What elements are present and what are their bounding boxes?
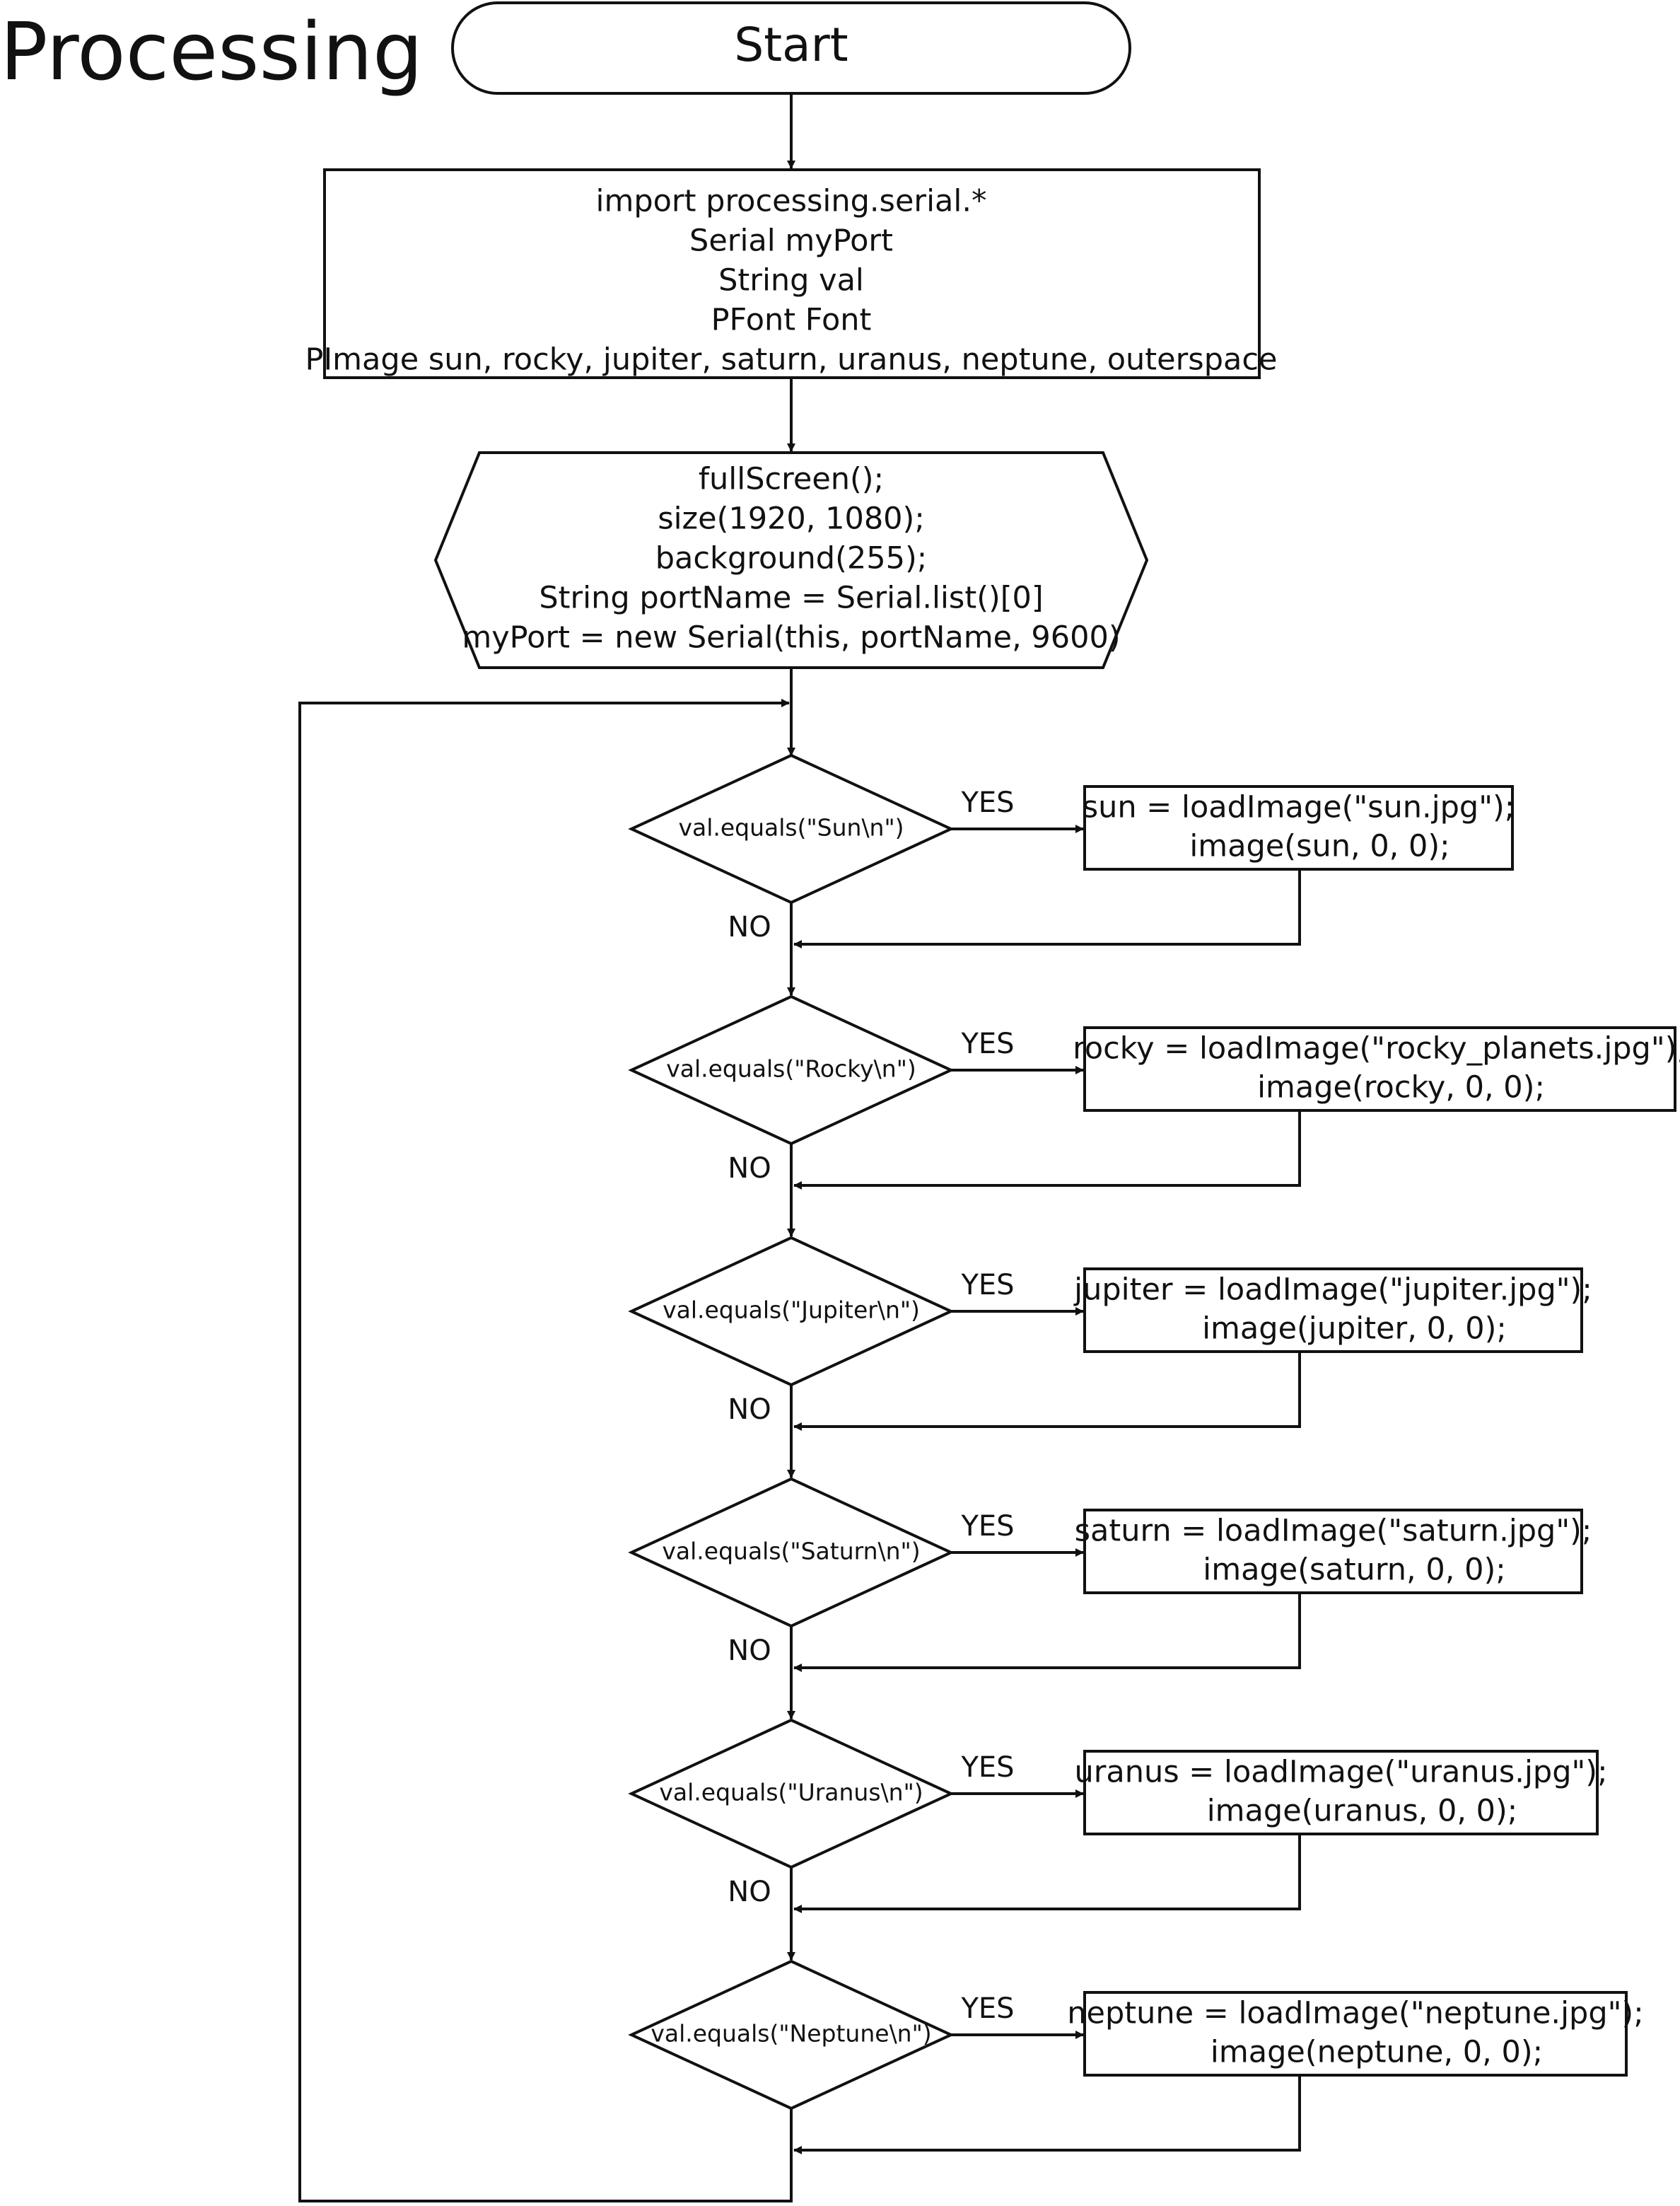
action-line: uranus = loadImage("uranus.jpg"); xyxy=(1074,1755,1607,1790)
action-line: image(neptune, 0, 0); xyxy=(1211,2035,1543,2070)
no-label: NO xyxy=(728,1876,771,1908)
declaration-line: String val xyxy=(718,263,864,298)
setup-line: fullScreen(); xyxy=(699,462,884,497)
decision-condition: val.equals("Uranus\n") xyxy=(659,1779,923,1806)
action-box xyxy=(1083,785,1514,871)
no-label: NO xyxy=(728,1152,771,1185)
action-line: image(sun, 0, 0); xyxy=(1189,829,1449,864)
return-arrow xyxy=(793,1834,1301,1913)
declaration-line: PImage sun, rocky, jupiter, saturn, uran… xyxy=(305,342,1278,378)
no-label: NO xyxy=(728,911,771,944)
declaration-line: import processing.serial.* xyxy=(596,184,987,219)
action-box xyxy=(1083,1026,1676,1112)
decision-condition: val.equals("Jupiter\n") xyxy=(663,1296,920,1324)
yes-label: YES xyxy=(960,786,1014,819)
action-line: image(saturn, 0, 0); xyxy=(1203,1552,1505,1588)
yes-label: YES xyxy=(960,1269,1014,1301)
setup-line: background(255); xyxy=(655,541,927,576)
setup-line: String portName = Serial.list()[0] xyxy=(539,581,1043,616)
return-arrow xyxy=(793,1352,1301,1431)
yes-label: YES xyxy=(960,1992,1014,2025)
decision-condition: val.equals("Sun\n") xyxy=(678,814,904,842)
action-line: image(jupiter, 0, 0); xyxy=(1202,1311,1507,1347)
setup-line: myPort = new Serial(this, portName, 9600… xyxy=(462,620,1120,656)
action-line: sun = loadImage("sun.jpg"); xyxy=(1083,790,1515,825)
action-line: image(rocky, 0, 0); xyxy=(1257,1070,1545,1105)
action-box xyxy=(1083,1267,1583,1353)
declaration-line: Serial myPort xyxy=(689,223,893,259)
action-box xyxy=(1083,1750,1599,1835)
setup-line: size(1920, 1080); xyxy=(658,501,925,537)
start-label: Start xyxy=(734,18,848,72)
yes-label: YES xyxy=(960,1028,1014,1060)
action-box xyxy=(1083,1991,1628,2077)
loop-back-line xyxy=(298,699,793,2202)
declaration-line: PFont Font xyxy=(711,303,872,338)
setup-preparation-shape xyxy=(433,451,1149,669)
action-line: jupiter = loadImage("jupiter.jpg"); xyxy=(1073,1272,1592,1308)
declarations-text: import processing.serial.* Serial myPort… xyxy=(305,184,1278,378)
yes-label: YES xyxy=(960,1510,1014,1543)
setup-text: fullScreen(); size(1920, 1080); backgrou… xyxy=(462,462,1120,656)
page-title: Processing xyxy=(0,6,423,98)
action-line: image(uranus, 0, 0); xyxy=(1207,1794,1518,1829)
decision-chain: val.equals("Sun\n") YES sun = loadImage("s… xyxy=(628,753,1680,2154)
return-arrow xyxy=(793,1110,1301,1190)
action-line: saturn = loadImage("saturn.jpg"); xyxy=(1075,1514,1592,1549)
yes-label: YES xyxy=(960,1751,1014,1784)
action-line: rocky = loadImage("rocky_planets.jpg"); xyxy=(1073,1031,1680,1067)
declarations-box xyxy=(323,168,1261,379)
return-arrow xyxy=(793,869,1301,948)
action-line: neptune = loadImage("neptune.jpg"); xyxy=(1067,1996,1643,2031)
no-label: NO xyxy=(728,1393,771,1426)
return-arrow xyxy=(793,1593,1301,1672)
decision-condition: val.equals("Rocky\n") xyxy=(666,1055,916,1083)
return-arrow xyxy=(793,2075,1301,2154)
action-box xyxy=(1083,1509,1583,1594)
decision-condition: val.equals("Saturn\n") xyxy=(662,1538,920,1565)
no-label: NO xyxy=(728,1635,771,1667)
decision-condition: val.equals("Neptune\n") xyxy=(651,2020,931,2048)
